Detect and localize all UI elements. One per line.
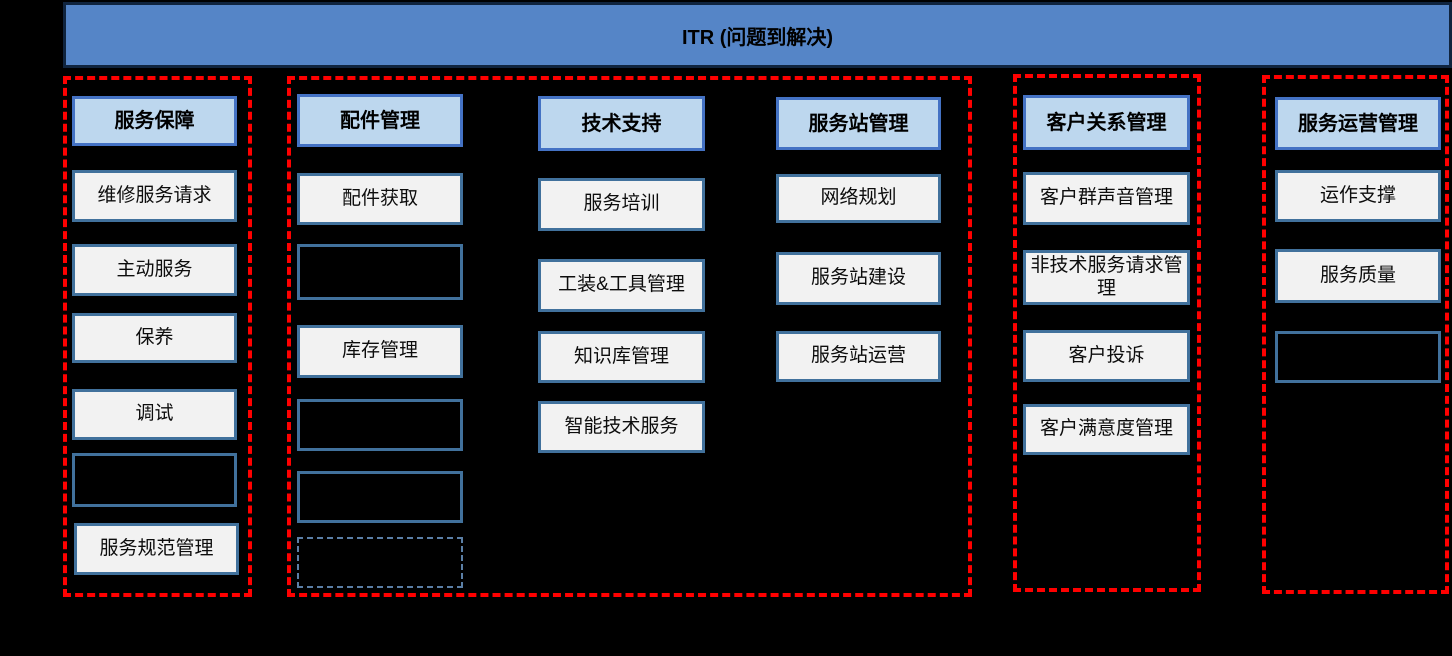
proactive-service-box: 主动服务 xyxy=(72,244,237,296)
empty-dashdot-box xyxy=(297,537,463,588)
service-assurance-header: 服务保障 xyxy=(72,96,237,146)
network-planning-box: 网络规划 xyxy=(776,174,941,223)
maintenance-box: 保养 xyxy=(72,313,237,363)
customer-satisfaction-mgmt-box: 客户满意度管理 xyxy=(1023,404,1190,455)
group-customer-relationship: 客户关系管理 客户群声音管理 非技术服务请求管理 客户投诉 客户满意度管理 xyxy=(1013,74,1201,592)
parts-acquisition-box: 配件获取 xyxy=(297,173,463,225)
intelligent-tech-service-box: 智能技术服务 xyxy=(538,401,705,453)
group-service-assurance: 服务保障 维修服务请求 主动服务 保养 调试 服务规范管理 xyxy=(63,76,252,597)
empty-box xyxy=(1275,331,1441,383)
service-quality-box: 服务质量 xyxy=(1275,249,1441,303)
knowledge-base-mgmt-box: 知识库管理 xyxy=(538,331,705,383)
empty-box xyxy=(297,399,463,451)
banner-title: ITR (问题到解决) xyxy=(681,26,834,49)
repair-service-request-box: 维修服务请求 xyxy=(72,170,237,222)
service-training-box: 服务培训 xyxy=(538,178,705,231)
group-service-operation: 服务运营管理 运作支撑 服务质量 xyxy=(1262,75,1449,594)
tooling-tool-mgmt-box: 工装&工具管理 xyxy=(538,259,705,312)
station-operation-box: 服务站运营 xyxy=(776,331,941,382)
technical-support-header: 技术支持 xyxy=(538,96,705,151)
service-operation-mgmt-header: 服务运营管理 xyxy=(1275,97,1441,150)
service-station-mgmt-header: 服务站管理 xyxy=(776,97,941,150)
group-parts-tech-station: 配件管理 配件获取 库存管理 技术支持 服务培训 工装&工具管理 知识库管理 智… xyxy=(287,76,972,597)
operation-support-box: 运作支撑 xyxy=(1275,170,1441,222)
empty-box xyxy=(297,244,463,300)
inventory-mgmt-box: 库存管理 xyxy=(297,325,463,378)
customer-relationship-header: 客户关系管理 xyxy=(1023,95,1190,150)
empty-box xyxy=(297,471,463,523)
customer-voice-mgmt-box: 客户群声音管理 xyxy=(1023,172,1190,225)
commissioning-box: 调试 xyxy=(72,389,237,440)
station-construction-box: 服务站建设 xyxy=(776,252,941,305)
itr-banner: ITR (问题到解决) xyxy=(63,2,1452,68)
service-standard-mgmt-box: 服务规范管理 xyxy=(74,523,239,575)
customer-complaint-box: 客户投诉 xyxy=(1023,330,1190,382)
parts-management-header: 配件管理 xyxy=(297,94,463,147)
non-technical-request-mgmt-box: 非技术服务请求管理 xyxy=(1023,250,1190,305)
empty-box xyxy=(72,453,237,507)
